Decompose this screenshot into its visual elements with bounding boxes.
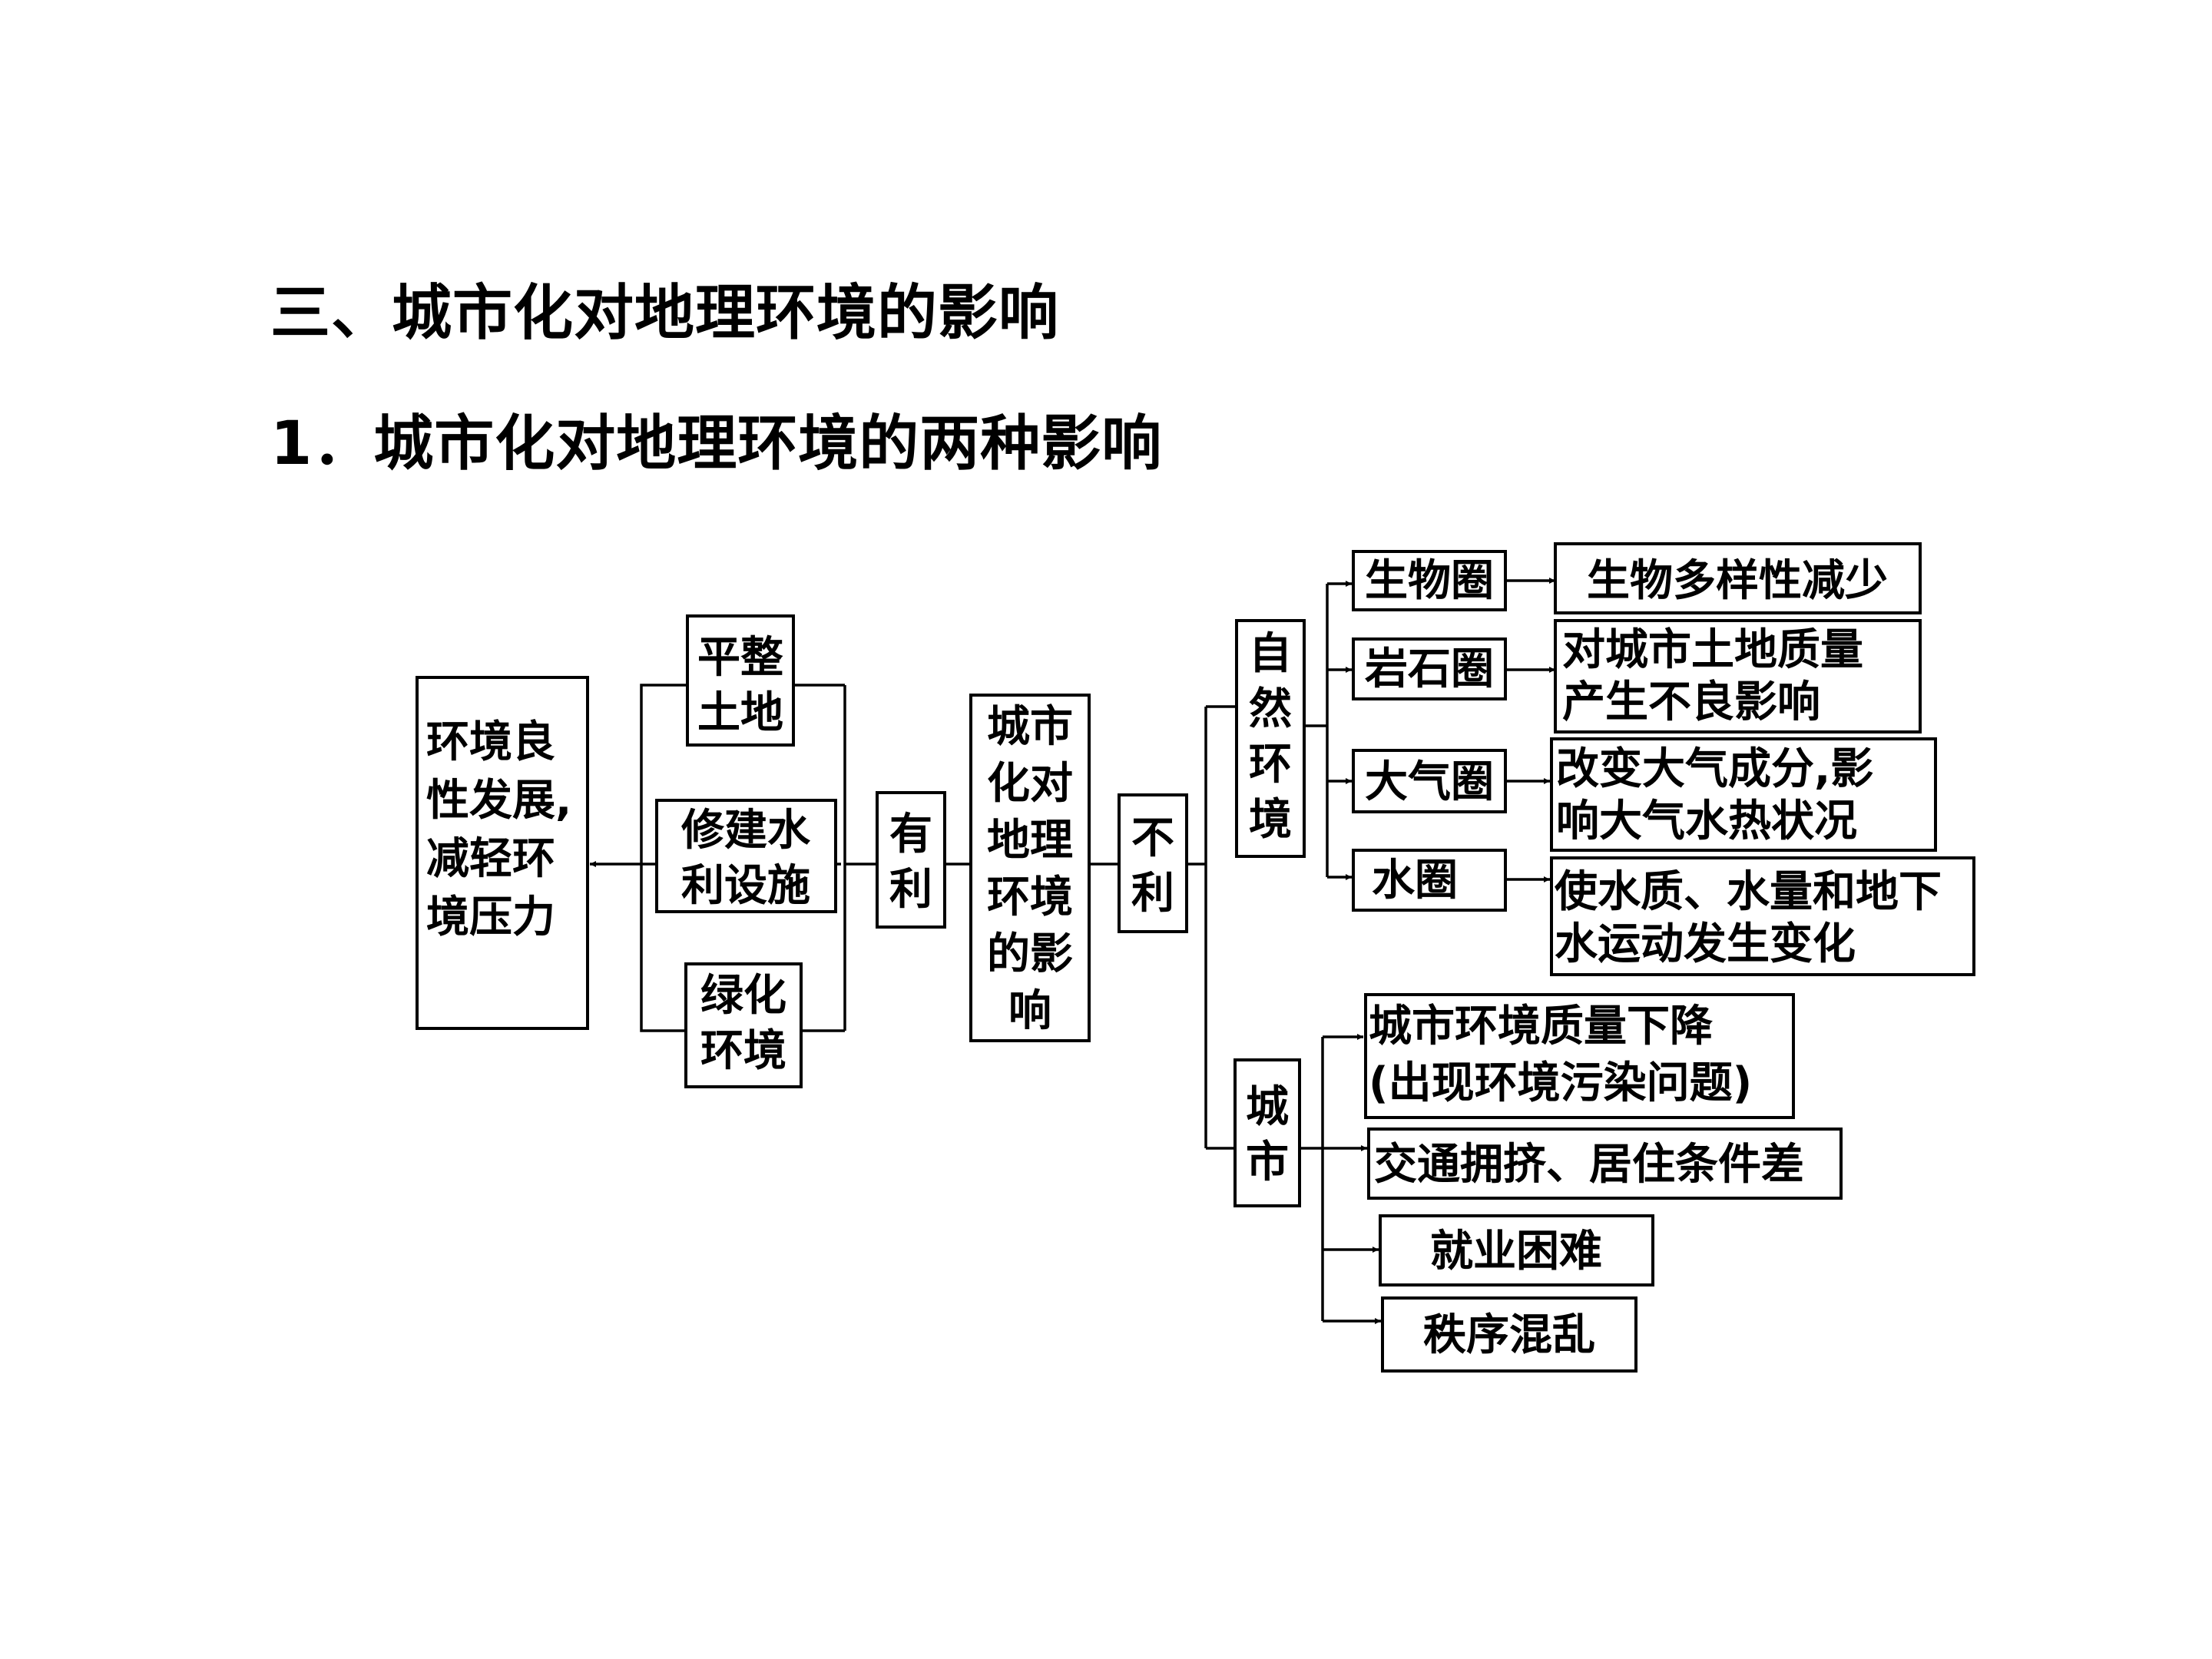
box-order: 秩序混乱	[1381, 1296, 1637, 1373]
box-label-rock-line-1: 岩石圈	[1365, 644, 1494, 694]
box-city: 城市	[1233, 1058, 1301, 1207]
box-label-green-line-1: 绿化	[700, 971, 786, 1021]
box-label-natural-line-2: 然	[1249, 684, 1292, 734]
box-label-traffic-line-1: 交通拥挤、居住条件差	[1374, 1140, 1804, 1190]
box-label-hydro-effect-line-1: 使水质、水量和地下	[1555, 867, 1942, 917]
box-label-city-env-line-2: (出现环境污染问题)	[1369, 1058, 1752, 1108]
box-air: 大气圈	[1352, 749, 1507, 813]
box-label-air-effect-line-1: 改变大气成分,影	[1556, 744, 1873, 794]
box-city-env: 城市环境质量下降 (出现环境污染问题)	[1364, 993, 1795, 1119]
box-label-rock-effect-line-2: 产生不良影响	[1562, 677, 1820, 727]
connector-left-bracket	[640, 684, 687, 1032]
box-label-bio-line-1: 生物圈	[1365, 556, 1494, 606]
box-label-natural-line-3: 环	[1249, 740, 1292, 790]
box-label-center-line-4: 环境	[987, 873, 1073, 922]
box-label-city-env-line-1: 城市环境质量下降	[1369, 1002, 1713, 1051]
section-subtitle: 1．城市化对地理环境的两种影响	[270, 409, 1163, 478]
box-label-land-line-2: 土地	[697, 688, 783, 738]
box-label-hydro-effect-line-2: 水运动发生变化	[1555, 919, 1856, 969]
connectors	[590, 578, 1555, 1324]
box-label-city-line-2: 市	[1246, 1137, 1289, 1187]
connector-land-to-bracket	[795, 684, 846, 1032]
box-label-favorable-line-2: 利	[889, 865, 932, 915]
box-jobs: 就业困难	[1379, 1214, 1654, 1286]
box-label-center-line-3: 地理	[987, 816, 1073, 866]
box-label-center-line-5: 的影	[987, 929, 1073, 979]
box-label-order-line-1: 秩序混乱	[1423, 1310, 1595, 1360]
page-title: 三、城市化对地理环境的影响	[270, 279, 1060, 348]
box-hydro: 水圈	[1352, 849, 1507, 912]
box-bio-effect: 生物多样性减少	[1554, 542, 1922, 614]
box-label-result-line-4: 境压力	[426, 892, 555, 942]
box-favorable: 有利	[876, 791, 946, 929]
box-traffic: 交通拥挤、居住条件差	[1367, 1128, 1843, 1200]
box-label-air-effect-line-2: 响大气水热状况	[1556, 796, 1857, 846]
box-bio: 生物圈	[1352, 550, 1507, 611]
box-label-unfavorable-line-1: 不	[1131, 813, 1174, 863]
box-center: 城市化对地理环境的影响	[969, 694, 1091, 1042]
box-rock: 岩石圈	[1352, 637, 1507, 700]
box-unfavorable: 不利	[1118, 793, 1188, 933]
box-label-center-line-2: 化对	[987, 759, 1073, 809]
box-label-hydro-line-1: 水圈	[1372, 856, 1458, 906]
box-label-bio-effect-line-1: 生物多样性减少	[1587, 556, 1888, 606]
box-label-unfavorable-line-2: 利	[1131, 869, 1174, 919]
box-label-natural-line-1: 自	[1249, 629, 1292, 679]
box-label-water-line-1: 修建水	[681, 806, 811, 856]
box-label-air-line-1: 大气圈	[1365, 757, 1494, 807]
box-label-center-line-1: 城市	[987, 702, 1073, 752]
box-label-result-line-1: 环境良	[426, 717, 555, 767]
box-label-center-line-6: 响	[1008, 986, 1051, 1036]
box-label-city-line-1: 城	[1246, 1082, 1289, 1132]
box-label-green-line-2: 环境	[700, 1026, 786, 1076]
box-label-land-line-1: 平整	[697, 633, 783, 683]
box-label-jobs-line-1: 就业困难	[1430, 1227, 1602, 1277]
box-label-water-line-2: 利设施	[681, 861, 810, 911]
box-label-natural-line-4: 境	[1249, 795, 1292, 845]
box-label-favorable-line-1: 有	[889, 810, 932, 859]
box-label-rock-effect-line-1: 对城市土地质量	[1562, 625, 1863, 675]
box-label-result-line-3: 减轻环	[426, 834, 555, 884]
box-label-result-line-2: 性发展,	[426, 776, 571, 826]
